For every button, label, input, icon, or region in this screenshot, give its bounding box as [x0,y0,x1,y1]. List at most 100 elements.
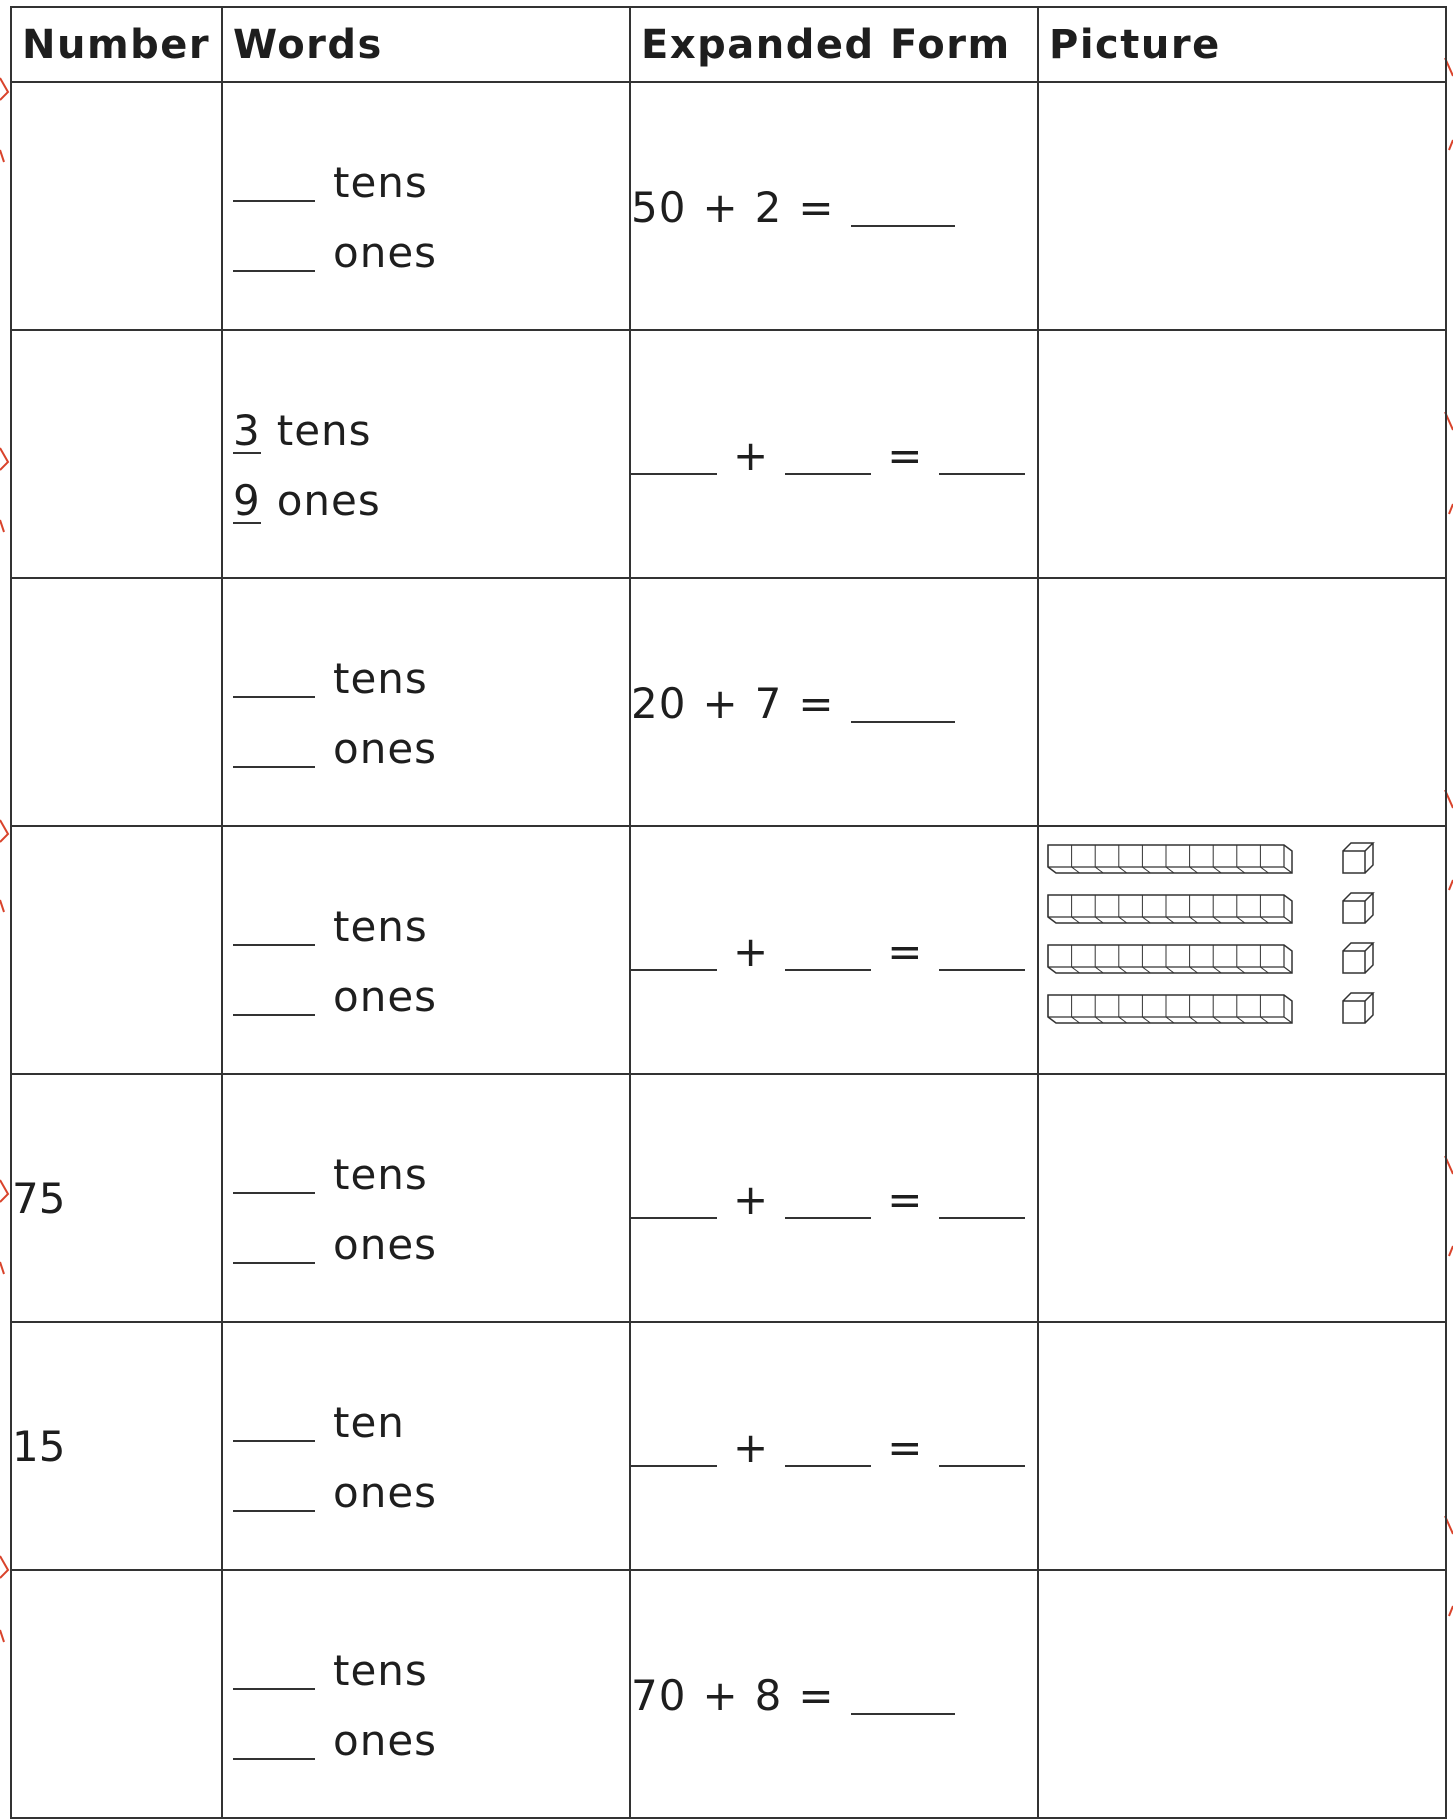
ones-label: ones [276,476,381,525]
plus-sign: + [733,1175,770,1224]
ones-blank[interactable] [233,1466,315,1512]
equals-sign: = [798,679,835,728]
picture-cell[interactable] [1037,81,1447,331]
tens-blank[interactable] [233,1396,315,1442]
picture-cell[interactable] [1037,1321,1447,1571]
plus-sign: + [702,1671,739,1720]
picture-cell[interactable] [1037,1569,1447,1819]
plus-sign: + [702,679,739,728]
tens-addend-blank[interactable] [631,925,717,971]
plus-sign: + [733,927,770,976]
number-value: 75 [12,1173,66,1223]
ones-addend-blank[interactable] [785,429,872,475]
tens-addend: 20 [631,679,687,728]
ones-blank[interactable] [233,970,315,1016]
tens-rod-icon [1047,944,1293,974]
tens-label: tens [333,654,428,703]
ones-addend-blank[interactable] [785,1421,872,1467]
expanded-form-cell: 70+8= [629,1569,1039,1819]
ones-addend-blank[interactable] [785,925,872,971]
tens-blank[interactable] [233,900,315,946]
expanded-form-cell: += [629,825,1039,1075]
tens-blank[interactable] [233,1148,315,1194]
sum-blank[interactable] [939,429,1026,475]
sum-blank[interactable] [850,677,955,723]
tens-label: tens [333,1150,428,1199]
sum-blank[interactable] [850,181,955,227]
expanded-equation: += [631,1173,1037,1223]
tens-addend: 50 [631,183,687,232]
expanded-form-cell: += [629,1073,1039,1323]
expanded-equation: 70+8= [631,1669,1037,1719]
header-words: Words [221,6,631,83]
tens-blank[interactable] [233,652,315,698]
number-cell[interactable]: 75 [10,1073,223,1323]
number-cell[interactable]: 15 [10,1321,223,1571]
tens-label: tens [333,1646,428,1695]
header-row: Number Words Expanded Form Picture [10,6,1447,83]
ones-label: ones [333,1468,438,1517]
blocks-row [1047,941,1445,975]
number-cell[interactable] [10,1569,223,1819]
ones-cube-icon [1342,942,1375,974]
ones-label: ones [333,1716,438,1765]
ones-blank[interactable] [233,722,315,768]
sum-blank[interactable] [939,925,1026,971]
blocks-row [1047,991,1445,1025]
picture-cell[interactable] [1037,577,1447,827]
ones-label: ones [333,228,438,277]
sum-blank[interactable] [939,1173,1026,1219]
number-cell[interactable] [10,329,223,579]
picture-cell[interactable] [1037,825,1447,1075]
expanded-equation: += [631,925,1037,975]
ones-blank[interactable] [233,1218,315,1264]
blocks-row [1047,841,1445,875]
ones-blank[interactable] [233,226,315,272]
sum-blank[interactable] [939,1421,1026,1467]
expanded-form-cell: += [629,329,1039,579]
header-number: Number [10,6,223,83]
tens-rod-icon [1047,894,1293,924]
number-cell[interactable] [10,81,223,331]
ones-blank[interactable] [233,1714,315,1760]
tens-label: tens [276,406,372,455]
blocks-row [1047,891,1445,925]
ones-value: 9 [233,476,261,525]
tens-addend-blank[interactable] [631,1173,717,1219]
table-row: tens ones 70+8= [10,1569,1447,1819]
tens-blank[interactable] [233,1644,315,1690]
picture-cell[interactable] [1037,329,1447,579]
plus-sign: + [733,1423,770,1472]
equals-sign: = [887,927,924,976]
ones-addend-blank[interactable] [785,1173,872,1219]
ones-cube-icon [1342,842,1375,874]
number-cell[interactable] [10,825,223,1075]
plus-sign: + [702,183,739,232]
number-cell[interactable] [10,577,223,827]
equals-sign: = [887,431,924,480]
ones-label: ones [333,972,438,1021]
equals-sign: = [887,1423,924,1472]
tens-addend-blank[interactable] [631,429,717,475]
ones-addend: 7 [754,679,783,728]
ones-label: ones [333,1220,438,1269]
expanded-equation: 20 +7 = [631,677,1037,727]
tens-rod-icon [1047,844,1293,874]
equals-sign: = [798,183,835,232]
tens-blank[interactable] [233,156,315,202]
table-row: 75 tens ones += [10,1073,1447,1323]
tens-addend-blank[interactable] [631,1421,717,1467]
expanded-equation: += [631,429,1037,479]
picture-cell[interactable] [1037,1073,1447,1323]
sum-blank[interactable] [850,1669,955,1715]
